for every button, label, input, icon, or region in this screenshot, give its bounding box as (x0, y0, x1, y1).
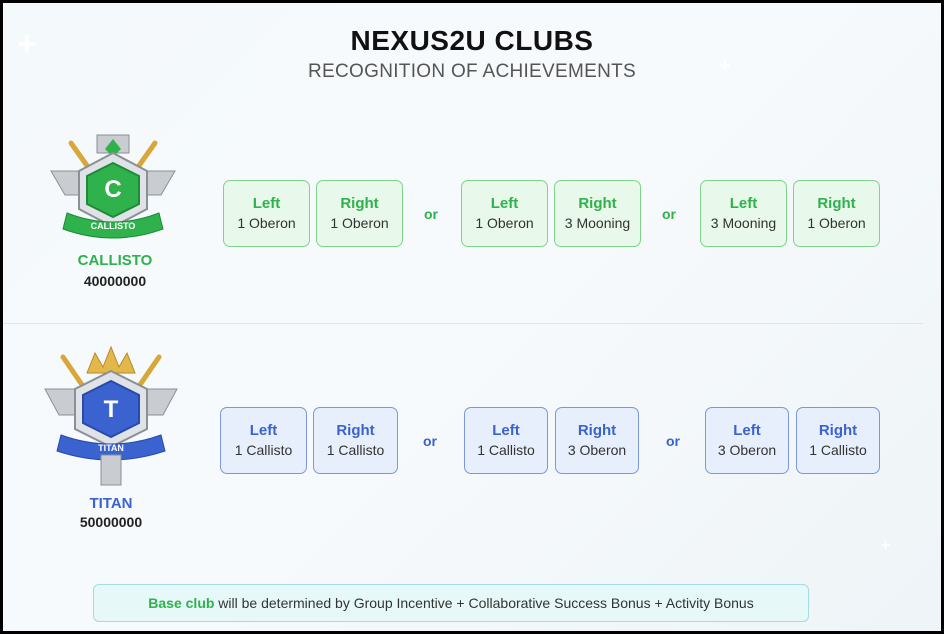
requirement-card: Left 1 Callisto (220, 407, 307, 474)
note-highlight: Base club (148, 595, 215, 611)
card-requirement: 1 Oberon (475, 215, 534, 231)
card-requirement: 1 Oberon (807, 215, 866, 231)
club-amount-titan: 50000000 (79, 514, 143, 530)
club-name-callisto: CALLISTO (77, 252, 153, 269)
card-direction: Left (490, 195, 519, 212)
card-requirement: 3 Mooning (564, 215, 631, 231)
card-direction: Right (340, 195, 379, 212)
base-club-note: Base club will be determined by Group In… (93, 584, 809, 622)
card-direction: Left (733, 422, 761, 439)
requirement-card: Right 1 Callisto (796, 407, 880, 474)
sparkle-icon: + (719, 55, 731, 77)
card-requirement: 1 Callisto (477, 442, 535, 458)
card-requirement: 3 Mooning (710, 215, 777, 231)
card-direction: Right (336, 422, 375, 439)
club-amount-callisto: 40000000 (83, 273, 147, 289)
card-direction: Left (492, 422, 520, 439)
card-requirement: 1 Oberon (330, 215, 389, 231)
callisto-badge-ribbon: CALLISTO (91, 221, 136, 231)
requirement-card: Right 3 Mooning (554, 180, 641, 247)
requirement-card: Right 1 Oberon (316, 180, 403, 247)
card-requirement: 1 Oberon (237, 215, 296, 231)
card-direction: Left (252, 195, 281, 212)
or-separator: or (662, 206, 676, 222)
or-separator: or (424, 206, 438, 222)
sparkle-icon: + (881, 537, 891, 554)
or-separator: or (666, 433, 680, 449)
card-requirement: 3 Oberon (717, 442, 777, 458)
requirement-card: Left 3 Oberon (705, 407, 789, 474)
page-frame: + + + NEXUS2U CLUBS RECOGNITION OF ACHIE… (3, 3, 941, 631)
or-separator: or (423, 433, 437, 449)
requirement-card: Left 1 Oberon (223, 180, 310, 247)
card-requirement: 3 Oberon (567, 442, 627, 458)
requirement-card: Right 1 Oberon (793, 180, 880, 247)
callisto-badge-letter: C (104, 176, 121, 203)
card-direction: Left (729, 195, 758, 212)
note-text: will be determined by Group Incentive + … (214, 595, 754, 611)
card-direction: Right (577, 422, 617, 439)
requirement-card: Right 3 Oberon (555, 407, 639, 474)
requirement-card: Right 1 Callisto (313, 407, 398, 474)
requirement-card: Left 1 Oberon (461, 180, 548, 247)
requirement-card: Left 1 Callisto (464, 407, 548, 474)
requirement-card: Left 3 Mooning (700, 180, 787, 247)
section-divider (3, 323, 923, 324)
titan-badge-letter: T (104, 396, 119, 423)
page-title: NEXUS2U CLUBS (350, 25, 594, 56)
club-name-titan: TITAN (89, 495, 133, 512)
card-requirement: 1 Callisto (326, 442, 385, 458)
card-direction: Right (818, 422, 858, 439)
card-direction: Left (249, 422, 278, 439)
card-direction: Right (817, 195, 856, 212)
callisto-badge-icon: C CALLISTO (50, 134, 176, 239)
titan-badge-ribbon: TITAN (98, 443, 124, 453)
card-direction: Right (578, 195, 617, 212)
titan-badge-icon: T TITAN (44, 345, 178, 486)
sparkle-icon: + (17, 25, 37, 63)
card-requirement: 1 Callisto (234, 442, 293, 458)
page-subtitle: RECOGNITION OF ACHIEVEMENTS (308, 61, 636, 82)
card-requirement: 1 Callisto (809, 442, 867, 458)
